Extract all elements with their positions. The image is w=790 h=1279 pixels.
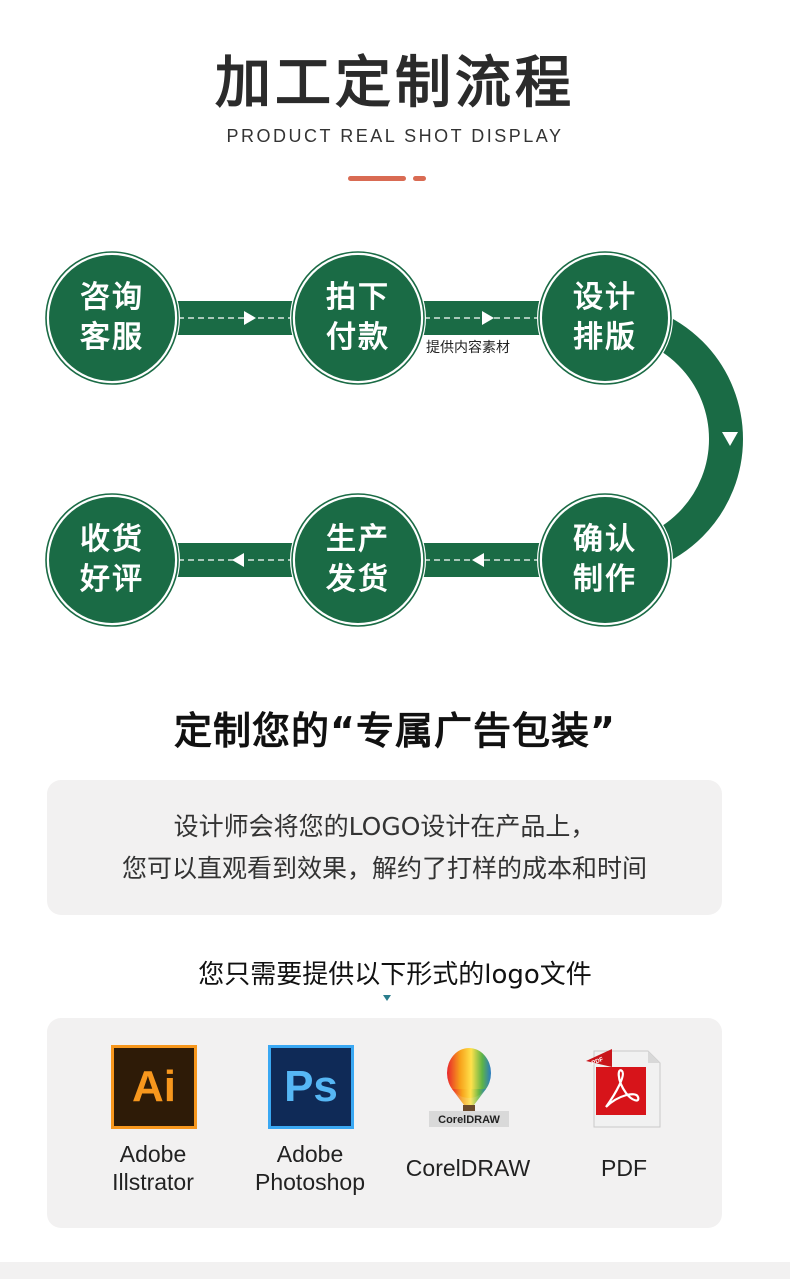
- arrow-down-icon: [722, 432, 738, 446]
- bottom-divider: [0, 1262, 790, 1279]
- step-line1: 确认: [573, 522, 637, 557]
- description-box: 设计师会将您的LOGO设计在产品上， 您可以直观看到效果，解约了打样的成本和时间: [47, 780, 722, 915]
- format-label: Adobe: [119, 1141, 187, 1167]
- step-line2: 排版: [573, 320, 637, 355]
- coreldraw-wordmark: CorelDRAW: [438, 1114, 500, 1126]
- triangle-down-icon: [383, 995, 391, 1001]
- arrow-right-icon: [482, 311, 494, 325]
- file-requirement-heading: 您只需要提供以下形式的logo文件: [198, 960, 592, 990]
- format-label: Illstrator: [112, 1169, 194, 1195]
- step-line2: 付款: [326, 320, 390, 355]
- step-line2: 客服: [80, 320, 144, 355]
- format-label: Adobe: [276, 1141, 344, 1167]
- step-line2: 好评: [80, 562, 144, 597]
- step-line1: 收货: [80, 522, 144, 557]
- format-label: Photoshop: [255, 1169, 365, 1195]
- step-ship: 生产 发货: [295, 497, 421, 623]
- format-item: PDF PDF: [544, 1018, 704, 1228]
- accent-bar: [348, 176, 406, 181]
- description-line: 您可以直观看到效果，解约了打样的成本和时间: [121, 854, 647, 883]
- format-label: PDF: [601, 1155, 647, 1181]
- file-formats-panel: Ai Adobe Illstrator Ps Adobe Photoshop: [47, 1018, 722, 1228]
- step-line2: 制作: [573, 562, 637, 597]
- format-item: CorelDRAW CorelDRAW: [388, 1018, 548, 1228]
- format-item: Ps Adobe Photoshop: [230, 1018, 390, 1228]
- page-title: 加工定制流程: [215, 51, 575, 116]
- page-subtitle: PRODUCT REAL SHOT DISPLAY: [226, 126, 564, 146]
- process-flow: 咨询 客服 拍下 付款 设计 排版 确认 制作 生产 发货 收货 好评 提供内容…: [0, 240, 790, 640]
- adobe-illustrator-icon: Ai: [111, 1045, 197, 1129]
- step-design: 设计 排版: [542, 255, 668, 381]
- accent-dot: [413, 176, 426, 181]
- adobe-photoshop-icon: Ps: [268, 1045, 354, 1129]
- description-line: 设计师会将您的LOGO设计在产品上，: [173, 812, 596, 841]
- step-note: 提供内容素材: [426, 340, 510, 356]
- arrow-left-icon: [472, 553, 484, 567]
- step-line1: 拍下: [326, 280, 390, 315]
- format-item: Ai Adobe Illstrator: [73, 1018, 233, 1228]
- step-confirm: 确认 制作: [542, 497, 668, 623]
- section-headline: 定制您的“专属广告包装”: [174, 709, 616, 753]
- arrow-left-icon: [232, 553, 244, 567]
- step-consult: 咨询 客服: [49, 255, 175, 381]
- step-line1: 咨询: [80, 280, 144, 315]
- coreldraw-icon: CorelDRAW: [429, 1048, 509, 1127]
- step-receive: 收货 好评: [49, 497, 175, 623]
- step-line1: 设计: [573, 280, 637, 315]
- step-order-pay: 拍下 付款: [295, 255, 421, 381]
- arrow-right-icon: [244, 311, 256, 325]
- step-line2: 发货: [326, 562, 390, 597]
- step-line1: 生产: [326, 522, 390, 557]
- format-label: CorelDRAW: [405, 1155, 531, 1181]
- pdf-tag: PDF: [591, 1057, 605, 1067]
- pdf-icon: PDF: [586, 1049, 661, 1128]
